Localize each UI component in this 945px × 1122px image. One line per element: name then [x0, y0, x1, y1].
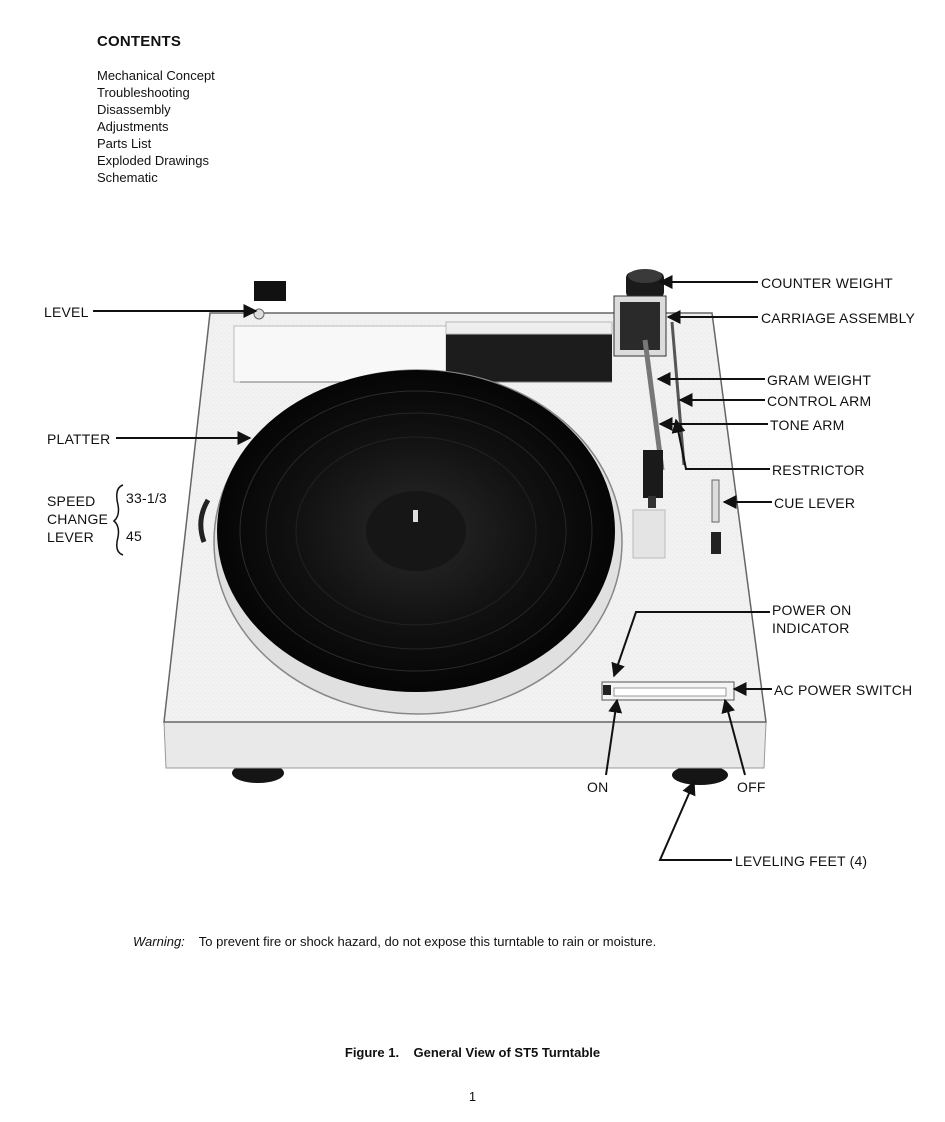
figure-caption: Figure 1. General View of ST5 Turntable [344, 1045, 601, 1060]
contents-item: Troubleshooting [97, 85, 190, 100]
label-cue-lever: CUE LEVER [774, 495, 856, 511]
control-arm [670, 321, 686, 466]
contents-title: CONTENTS [97, 33, 182, 50]
label-restrictor: RESTRICTOR [772, 462, 865, 478]
label-speed-33: 33-1/3 [126, 490, 167, 506]
label-indicator: INDICATOR [772, 620, 850, 636]
label-on: ON [587, 779, 609, 795]
tone-arm [642, 339, 665, 471]
warning-label: Warning: [133, 934, 185, 949]
label-ac-power-switch: AC POWER SWITCH [774, 682, 913, 698]
cue-lever [711, 479, 720, 523]
contents-item: Exploded Drawings [97, 153, 210, 168]
label-lever: LEVER [47, 529, 94, 545]
rear-housing-track [446, 334, 612, 382]
label-speed-45: 45 [126, 528, 142, 544]
plinth-front [163, 721, 767, 769]
contents-list: Mechanical Concept Troubleshooting Disas… [97, 67, 215, 186]
label-tone-arm: TONE ARM [770, 417, 845, 433]
contents-item: Adjustments [97, 119, 169, 134]
arm-rest [632, 509, 666, 559]
label-level: LEVEL [44, 304, 89, 320]
spindle [413, 510, 418, 522]
contents-item: Mechanical Concept [97, 68, 215, 83]
warning-note: Warning: To prevent fire or shock hazard,… [133, 934, 656, 949]
contents-item: Parts List [97, 136, 152, 151]
label-change: CHANGE [47, 511, 109, 527]
cartridge [643, 450, 663, 498]
power-indicator [603, 685, 611, 695]
contents-item: Disassembly [97, 102, 171, 117]
warning-text: To prevent fire or shock hazard, do not … [198, 934, 657, 949]
leveling-foot [672, 765, 728, 785]
label-speed: SPEED [47, 493, 96, 509]
label-platter: PLATTER [47, 431, 111, 447]
label-gram-weight: GRAM WEIGHT [767, 372, 872, 388]
label-counter-weight: COUNTER WEIGHT [761, 275, 893, 291]
label-power-on: POWER ON [772, 602, 852, 618]
label-carriage-assembly: CARRIAGE ASSEMBLY [761, 310, 916, 326]
speed-lever [198, 498, 211, 543]
label-leveling-feet: LEVELING FEET (4) [735, 853, 868, 869]
label-control-arm: CONTROL ARM [767, 393, 872, 409]
contents-item: Schematic [97, 170, 158, 185]
label-off: OFF [737, 779, 766, 795]
page-number: 1 [468, 1089, 477, 1104]
